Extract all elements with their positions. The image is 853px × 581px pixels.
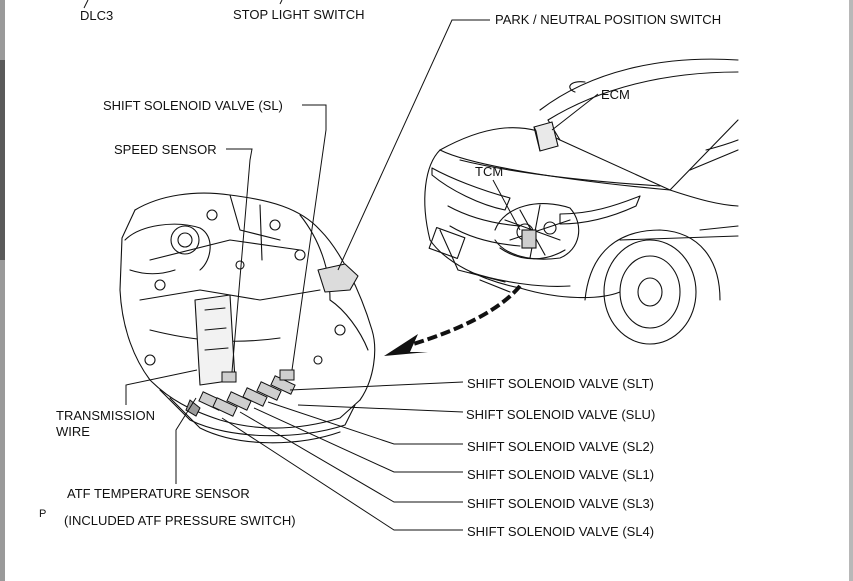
ecm-unit (533, 121, 559, 152)
transmission-illustration (119, 192, 376, 444)
left-edge-marker (0, 60, 5, 260)
location-arrow (384, 284, 522, 356)
tcm-unit (521, 229, 537, 249)
label-transmission-wire: TRANSMISSION WIRE (56, 408, 155, 439)
label-ecm: ECM (601, 87, 630, 102)
label-speed-sensor: SPEED SENSOR (114, 142, 217, 157)
label-shift-solenoid-slu: SHIFT SOLENOID VALVE (SLU) (466, 407, 656, 422)
label-dlc3: DLC3 (80, 8, 114, 23)
label-shift-solenoid-sl: SHIFT SOLENOID VALVE (SL) (103, 98, 283, 113)
left-page-edge (0, 0, 5, 581)
label-shift-solenoid-sl3: SHIFT SOLENOID VALVE (SL3) (467, 496, 655, 511)
label-shift-solenoid-sl2: SHIFT SOLENOID VALVE (SL2) (467, 439, 655, 454)
car-illustration (424, 58, 739, 345)
leader-lines (83, 0, 599, 531)
label-page-marker: P (39, 508, 47, 520)
label-stop-light-switch: STOP LIGHT SWITCH (233, 7, 365, 22)
label-atf-temperature-sensor: ATF TEMPERATURE SENSOR (67, 486, 250, 501)
right-page-edge (849, 0, 853, 581)
solenoid-cluster (185, 369, 296, 417)
label-shift-solenoid-sl1: SHIFT SOLENOID VALVE (SL1) (467, 467, 655, 482)
label-park-neutral-position-switch: PARK / NEUTRAL POSITION SWITCH (495, 12, 722, 27)
label-tcm: TCM (475, 164, 504, 179)
label-shift-solenoid-slt: SHIFT SOLENOID VALVE (SLT) (467, 376, 654, 391)
label-atf-pressure-switch: (INCLUDED ATF PRESSURE SWITCH) (64, 513, 296, 528)
label-shift-solenoid-sl4: SHIFT SOLENOID VALVE (SL4) (467, 524, 655, 539)
